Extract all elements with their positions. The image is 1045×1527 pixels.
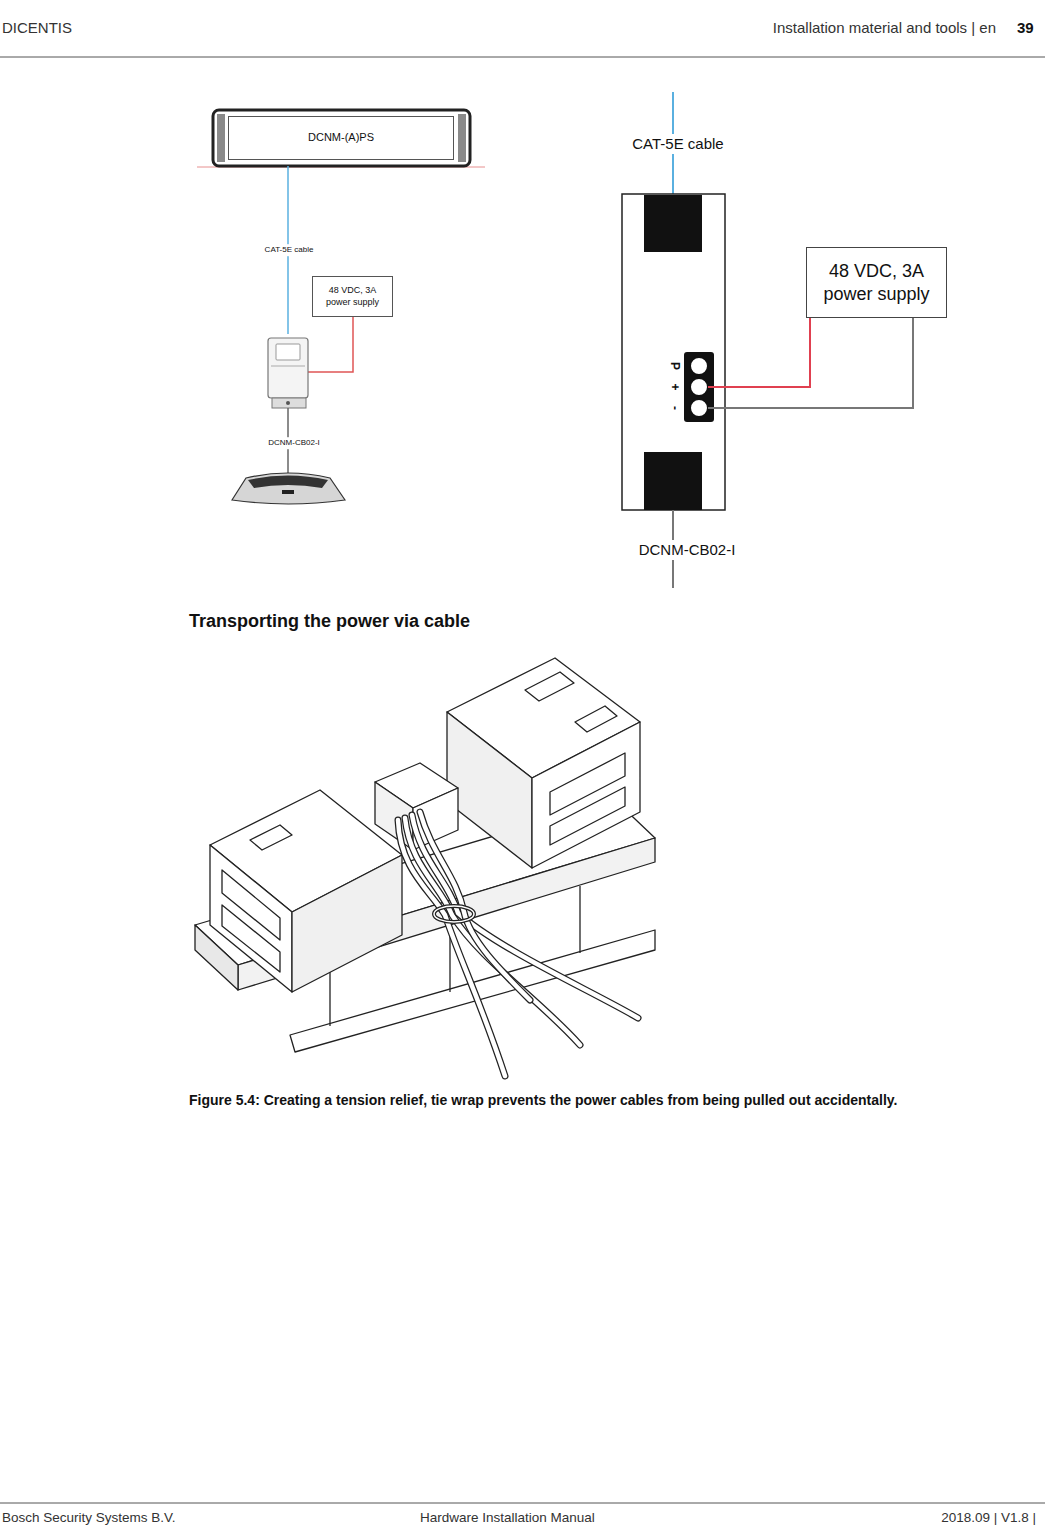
device-box: DCNM-(A)PS bbox=[228, 116, 454, 160]
power-cable bbox=[420, 812, 530, 1000]
power-cables bbox=[398, 812, 638, 1076]
power-wire bbox=[308, 317, 353, 372]
power-cable bbox=[412, 815, 638, 1018]
tension-relief-illustration bbox=[195, 658, 655, 1052]
jack-port-face bbox=[210, 845, 292, 992]
jack-port bbox=[550, 787, 625, 845]
jack-latch bbox=[525, 672, 574, 701]
part-name: DCNM-CB02-I bbox=[265, 437, 323, 449]
power-cable bbox=[420, 812, 530, 1000]
conference-device-top bbox=[248, 476, 328, 489]
cable-box-illustration bbox=[268, 338, 308, 398]
terminal-screw bbox=[690, 378, 708, 396]
figure-caption: Figure 5.4: Creating a tension relief, t… bbox=[189, 1091, 1041, 1109]
cable-box-detail bbox=[271, 366, 305, 367]
footer-text: Hardware Installation Manual bbox=[420, 1510, 595, 1526]
circuit-board bbox=[622, 194, 725, 510]
jack-port-face bbox=[532, 722, 640, 868]
cable-box-port bbox=[276, 344, 300, 360]
negative-wire bbox=[708, 318, 913, 408]
footer-rule bbox=[0, 1503, 1045, 1504]
page-number: 39 bbox=[1017, 19, 1034, 37]
tie-wrap bbox=[434, 906, 474, 922]
rj45-socket bbox=[644, 452, 702, 510]
power-cable bbox=[405, 818, 580, 1045]
header-rule bbox=[0, 57, 1045, 58]
box-text: 48 VDC, 3A power supply bbox=[814, 260, 939, 305]
cable-box-base bbox=[272, 398, 306, 408]
power-cable bbox=[405, 818, 580, 1045]
jack-port bbox=[222, 905, 280, 972]
positive-wire bbox=[708, 318, 810, 387]
power-supply-box: 48 VDC, 3A power supply bbox=[312, 276, 393, 317]
conference-device-button bbox=[282, 490, 294, 494]
footer-text: 2018.09 | V1.8 | bbox=[941, 1510, 1036, 1526]
jack-latch bbox=[250, 825, 292, 850]
running-header: DICENTIS bbox=[2, 19, 72, 37]
rack-housing bbox=[213, 110, 470, 166]
footer-text: Bosch Security Systems B.V. bbox=[2, 1510, 176, 1526]
pin-name: + bbox=[668, 383, 682, 390]
cable-box-screw bbox=[286, 401, 290, 405]
jack-latch bbox=[575, 706, 617, 732]
jack-side bbox=[447, 712, 532, 868]
running-header: Installation material and tools | en bbox=[773, 19, 996, 37]
jack-side bbox=[292, 855, 402, 992]
rack-ear bbox=[217, 114, 225, 162]
pin-name: - bbox=[668, 406, 682, 410]
tie-wrap bbox=[434, 906, 474, 922]
power-cable bbox=[412, 815, 638, 1018]
support-rib bbox=[579, 886, 580, 953]
box-text: 48 VDC, 3A power supply bbox=[318, 285, 388, 308]
section-heading: Transporting the power via cable bbox=[189, 611, 470, 632]
box-text: DCNM-(A)PS bbox=[308, 131, 374, 145]
cable-label: CAT-5E cable bbox=[629, 134, 726, 154]
rack-ear bbox=[458, 114, 466, 162]
part-name: DCNM-CB02-I bbox=[636, 540, 739, 560]
power-supply-box: 48 VDC, 3A power supply bbox=[806, 247, 947, 318]
terminal-screw bbox=[690, 399, 708, 417]
rj45-socket bbox=[644, 195, 702, 252]
conference-device bbox=[232, 473, 345, 504]
terminal-screw bbox=[690, 357, 708, 375]
pin-name: P bbox=[668, 362, 682, 370]
cable-label: CAT-5E cable bbox=[262, 244, 317, 256]
